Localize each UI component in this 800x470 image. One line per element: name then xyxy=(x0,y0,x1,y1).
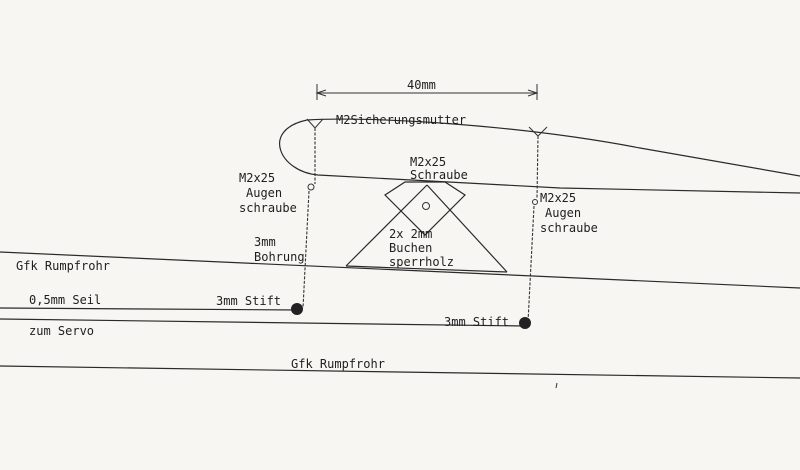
center-screw-label-1: M2x25 xyxy=(410,155,446,169)
bracket-side-right xyxy=(426,184,508,273)
dimension-arrow-right xyxy=(527,89,539,97)
cable-label: 0,5mm Seil xyxy=(29,293,101,307)
plywood-label-1: 2x 2mm xyxy=(389,227,432,241)
plywood-label-3: sperrholz xyxy=(389,255,454,269)
cable-line-lower xyxy=(0,318,525,327)
fuselage-tube-top-line xyxy=(0,251,800,289)
bracket-side-left xyxy=(345,184,428,267)
left-eye-ring xyxy=(307,183,315,191)
right-eye-screw-label-2: Augen xyxy=(545,206,581,220)
dimension-40mm xyxy=(315,84,539,100)
fuselage-tube-bottom-label: Gfk Rumpfrohr xyxy=(291,357,385,371)
left-pin-dot xyxy=(291,303,303,315)
plywood-bracket xyxy=(345,181,508,273)
screw-head-hex xyxy=(384,181,466,236)
right-eye-screw xyxy=(527,126,548,323)
plywood-label-2: Buchen xyxy=(389,241,432,255)
servo-label: zum Servo xyxy=(29,324,94,338)
left-eye-screw xyxy=(302,118,324,309)
left-eye-screw-label-1: M2x25 xyxy=(239,171,275,185)
bracket-base xyxy=(345,265,508,273)
left-pin-label: 3mm Stift xyxy=(216,294,281,308)
rudder-profile xyxy=(279,118,800,194)
nut-label: M2Sicherungsmutter xyxy=(336,113,466,127)
bore-label-2: Bohrung xyxy=(254,250,305,264)
left-wire-vertical xyxy=(302,190,310,309)
right-pin-label: 3mm Stift xyxy=(444,315,509,329)
bore-label-1: 3mm xyxy=(254,235,276,249)
right-eye-screw-label-3: schraube xyxy=(540,221,598,235)
fuselage-tube-top-label: Gfk Rumpfrohr xyxy=(16,259,110,273)
right-screw-shaft xyxy=(536,135,539,199)
right-eye-ring xyxy=(532,199,538,205)
fuselage-tube-bottom-line xyxy=(0,365,800,379)
left-eye-screw-label-3: schraube xyxy=(239,201,297,215)
cable-line-upper xyxy=(0,307,299,311)
dimension-arrow-left xyxy=(315,89,327,97)
left-eye-screw-label-2: Augen xyxy=(246,186,282,200)
center-screw-hole xyxy=(422,202,430,210)
dimension-label: 40mm xyxy=(407,78,436,92)
right-eye-screw-label-1: M2x25 xyxy=(540,191,576,205)
right-wire-vertical xyxy=(527,205,535,323)
right-pin-dot xyxy=(519,317,531,329)
center-screw-label-2: Schraube xyxy=(410,168,468,182)
paper-speck xyxy=(555,382,558,389)
